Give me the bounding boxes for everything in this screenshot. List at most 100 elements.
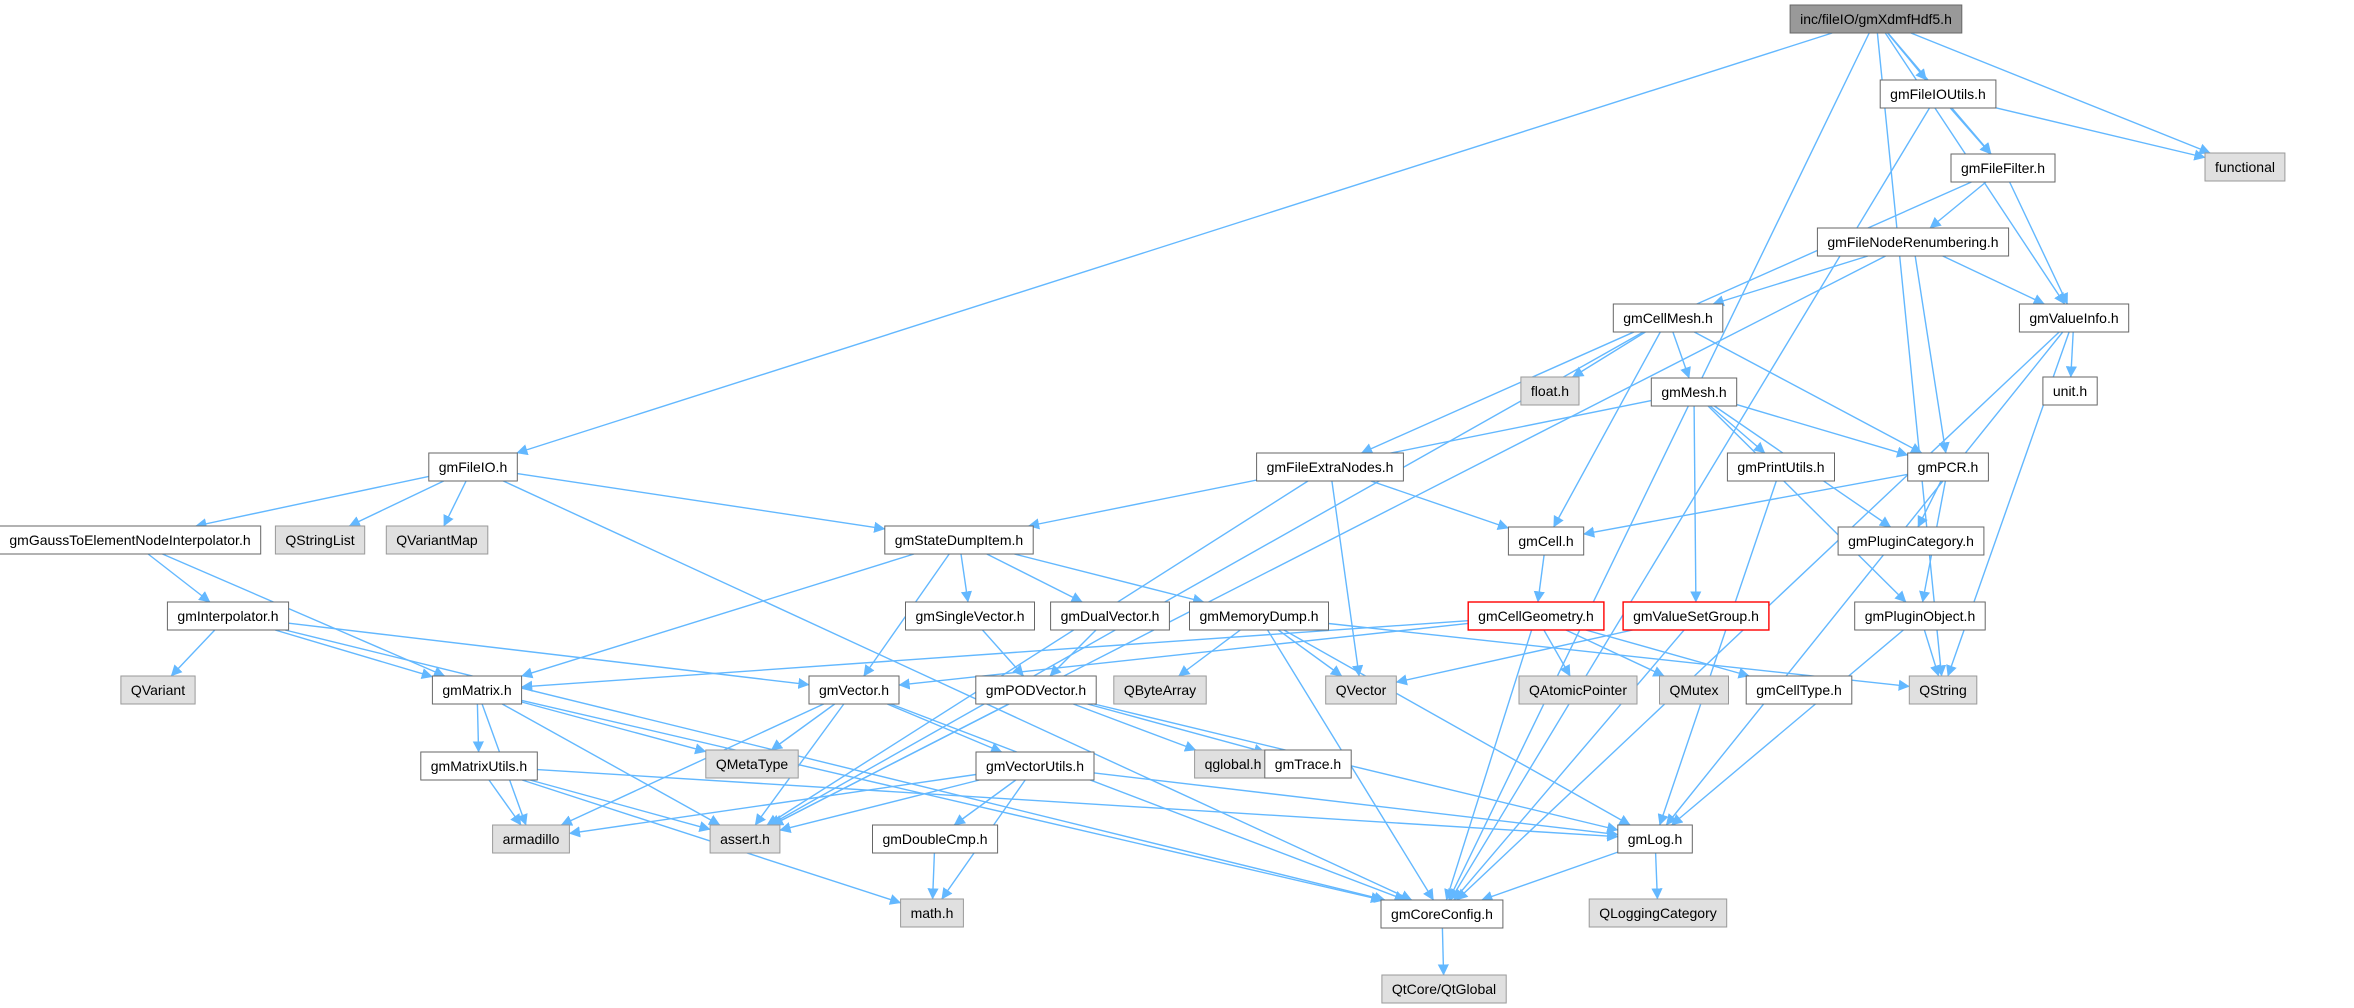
node-qstring: QString bbox=[1908, 675, 1978, 705]
node-pcr[interactable]: gmPCR.h bbox=[1907, 452, 1989, 482]
node-box-qbytearray bbox=[1113, 675, 1207, 705]
node-fileioutils[interactable]: gmFileIOUtils.h bbox=[1879, 79, 1997, 109]
node-box-singlevec bbox=[905, 601, 1035, 631]
node-label-qstringlist: QStringList bbox=[285, 532, 354, 548]
node-matrix[interactable]: gmMatrix.h bbox=[431, 675, 523, 705]
node-label-mesh: gmMesh.h bbox=[1661, 384, 1726, 400]
node-box-qatomic bbox=[1518, 675, 1638, 705]
edge-vector-to-qmetatype bbox=[770, 703, 836, 751]
edge-matrix-to-matrixutils bbox=[472, 703, 484, 753]
node-box-asserth bbox=[709, 824, 781, 854]
node-vectorutils[interactable]: gmVectorUtils.h bbox=[975, 751, 1095, 781]
node-celltype[interactable]: gmCellType.h bbox=[1745, 675, 1853, 705]
edge-cellmesh-to-pcr bbox=[1693, 331, 1923, 454]
node-statedump[interactable]: gmStateDumpItem.h bbox=[884, 525, 1034, 555]
node-filefilter[interactable]: gmFileFilter.h bbox=[1950, 153, 2056, 183]
edge-vectorutils-to-log bbox=[1093, 772, 1619, 839]
edge-cellgeom-to-coreconfig bbox=[1444, 629, 1533, 901]
node-label-matrixutils: gmMatrixUtils.h bbox=[431, 758, 527, 774]
node-gauss[interactable]: gmGaussToElementNodeInterpolator.h bbox=[0, 525, 262, 555]
edge-matrixutils-to-armadillo bbox=[488, 779, 522, 826]
node-label-coreconfig: gmCoreConfig.h bbox=[1391, 906, 1493, 922]
node-cell[interactable]: gmCell.h bbox=[1507, 526, 1585, 556]
node-podvec[interactable]: gmPODVector.h bbox=[975, 675, 1097, 705]
dependency-edges bbox=[147, 32, 2211, 976]
edge-mesh-to-pcr bbox=[1736, 403, 1909, 458]
node-box-valueset bbox=[1622, 601, 1770, 631]
node-label-qstring: QString bbox=[1919, 682, 1966, 698]
node-label-qatomic: QAtomicPointer bbox=[1529, 682, 1627, 698]
node-box-cellgeom bbox=[1467, 601, 1605, 631]
node-box-qtglobal bbox=[1381, 974, 1507, 1004]
edge-mesh-to-valueset bbox=[1690, 405, 1702, 603]
node-mesh[interactable]: gmMesh.h bbox=[1650, 377, 1738, 407]
node-fileextranodes[interactable]: gmFileExtraNodes.h bbox=[1256, 452, 1404, 482]
edge-matrix-to-qmetatype bbox=[521, 701, 707, 755]
edge-fileextranodes-to-asserth bbox=[766, 480, 1309, 826]
node-interp[interactable]: gmInterpolator.h bbox=[166, 601, 290, 631]
node-box-fileextranodes bbox=[1256, 452, 1404, 482]
edge-interp-to-vector bbox=[288, 622, 810, 690]
node-box-vector bbox=[808, 675, 900, 705]
node-box-unith bbox=[2042, 376, 2098, 406]
node-memdump[interactable]: gmMemoryDump.h bbox=[1189, 601, 1329, 631]
edge-pcr-to-plugincat bbox=[1917, 480, 1942, 528]
node-label-statedump: gmStateDumpItem.h bbox=[895, 532, 1023, 548]
node-label-fileio: gmFileIO.h bbox=[439, 459, 507, 475]
node-label-filenoderenum: gmFileNodeRenumbering.h bbox=[1827, 234, 1998, 250]
node-valueset[interactable]: gmValueSetGroup.h bbox=[1622, 601, 1770, 631]
node-filenoderenum[interactable]: gmFileNodeRenumbering.h bbox=[1816, 227, 2010, 257]
node-label-qvariant: QVariant bbox=[131, 682, 185, 698]
node-plugincat[interactable]: gmPluginCategory.h bbox=[1837, 526, 1985, 556]
node-label-qlogging: QLoggingCategory bbox=[1599, 905, 1717, 921]
edge-statedump-to-dualvec bbox=[986, 553, 1083, 603]
node-pluginobj[interactable]: gmPluginObject.h bbox=[1854, 601, 1986, 631]
edge-vectorutils-to-armadillo bbox=[568, 773, 977, 838]
node-box-armadillo bbox=[492, 824, 570, 854]
edge-valueinfo-to-unith bbox=[2065, 331, 2077, 378]
node-label-podvec: gmPODVector.h bbox=[986, 682, 1086, 698]
node-qtglobal: QtCore/QtGlobal bbox=[1381, 974, 1507, 1004]
node-fileio[interactable]: gmFileIO.h bbox=[428, 452, 518, 482]
node-cellgeom[interactable]: gmCellGeometry.h bbox=[1467, 601, 1605, 631]
node-box-plugincat bbox=[1837, 526, 1985, 556]
node-box-qvector bbox=[1325, 675, 1397, 705]
node-box-qmutex bbox=[1659, 675, 1729, 705]
node-box-log bbox=[1617, 824, 1693, 854]
node-trace[interactable]: gmTrace.h bbox=[1264, 749, 1352, 779]
node-doublecmp[interactable]: gmDoubleCmp.h bbox=[872, 824, 999, 854]
node-valueinfo[interactable]: gmValueInfo.h bbox=[2018, 303, 2130, 333]
node-label-unith: unit.h bbox=[2053, 383, 2087, 399]
edge-log-to-coreconfig bbox=[1481, 851, 1619, 902]
node-qstringlist: QStringList bbox=[274, 525, 366, 555]
node-cellmesh[interactable]: gmCellMesh.h bbox=[1612, 303, 1724, 333]
node-matrixutils[interactable]: gmMatrixUtils.h bbox=[420, 751, 538, 781]
node-box-qstring bbox=[1908, 675, 1978, 705]
node-printutils[interactable]: gmPrintUtils.h bbox=[1726, 452, 1836, 482]
node-box-qglobal bbox=[1194, 749, 1272, 779]
edge-fileio-to-statedump bbox=[517, 472, 886, 533]
node-vector[interactable]: gmVector.h bbox=[808, 675, 900, 705]
node-box-mesh bbox=[1650, 377, 1738, 407]
edge-interp-to-coreconfig bbox=[284, 629, 1386, 903]
node-singlevec[interactable]: gmSingleVector.h bbox=[905, 601, 1035, 631]
edge-filenoderenum-to-valueinfo bbox=[1942, 255, 2045, 305]
node-unith[interactable]: unit.h bbox=[2042, 376, 2098, 406]
node-log[interactable]: gmLog.h bbox=[1617, 824, 1693, 854]
node-label-celltype: gmCellType.h bbox=[1756, 682, 1842, 698]
edge-matrixutils-to-log bbox=[537, 768, 1619, 842]
node-root: inc/fileIO/gmXdmfHdf5.h bbox=[1789, 4, 1963, 34]
node-label-pluginobj: gmPluginObject.h bbox=[1865, 608, 1976, 624]
node-label-armadillo: armadillo bbox=[503, 831, 560, 847]
edge-cellgeom-to-vector bbox=[898, 622, 1469, 690]
node-box-doublecmp bbox=[872, 824, 999, 854]
edge-fileioutils-to-functional bbox=[1995, 107, 2206, 161]
node-coreconfig[interactable]: gmCoreConfig.h bbox=[1380, 899, 1504, 929]
node-dualvec[interactable]: gmDualVector.h bbox=[1050, 601, 1170, 631]
edge-valueinfo-to-log bbox=[1665, 331, 2064, 826]
node-label-qvector: QVector bbox=[1336, 682, 1387, 698]
node-box-interp bbox=[166, 601, 290, 631]
node-label-matrix: gmMatrix.h bbox=[442, 682, 511, 698]
node-label-qtglobal: QtCore/QtGlobal bbox=[1392, 981, 1496, 997]
node-box-trace bbox=[1264, 749, 1352, 779]
